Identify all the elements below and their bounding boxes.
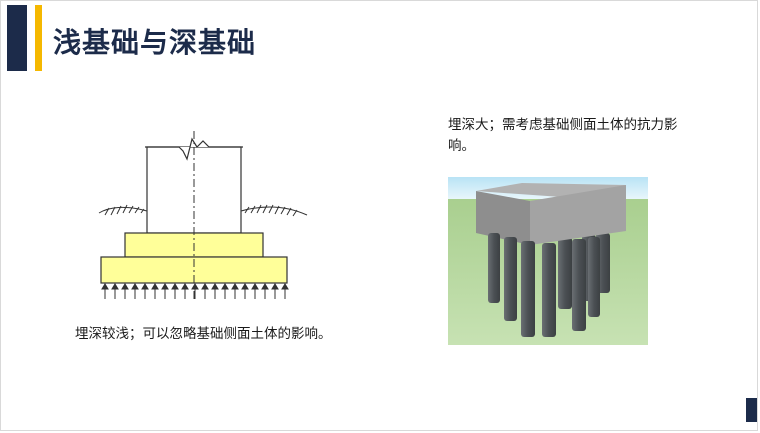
pile-cap-front — [476, 191, 530, 245]
title-accent-stripe — [35, 5, 42, 71]
deep-foundation-caption: 埋深大；需考虑基础侧面土体的抗力影响。 — [448, 117, 678, 154]
pile-cap-side — [530, 185, 626, 245]
title-accent-bar — [7, 5, 27, 71]
shallow-foundation-diagram — [98, 131, 308, 299]
soil-surface-left — [98, 204, 148, 216]
soil-pressure-arrows — [101, 283, 289, 299]
soil-surface-right — [240, 204, 308, 217]
slide-corner-marker — [746, 398, 757, 422]
pile-foundation-illustration — [448, 177, 648, 345]
slide-title: 浅基础与深基础 — [53, 26, 257, 59]
piles-front — [488, 233, 600, 337]
shallow-foundation-caption: 埋深较浅；可以忽略基础侧面土体的影响。 — [75, 326, 332, 342]
